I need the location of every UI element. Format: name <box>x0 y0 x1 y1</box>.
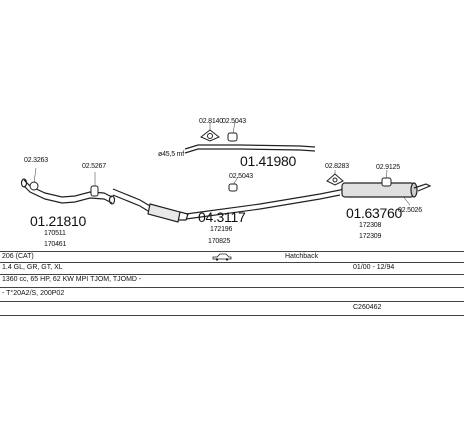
part-front-pipe-number: 01.21810 <box>30 213 86 229</box>
part-front-clamp1: 02.3263 <box>24 157 48 164</box>
rear-box-drawing <box>339 182 432 198</box>
versions: 1.4 GL, GR, GT, XL <box>2 264 63 271</box>
catalyst-drawing <box>112 188 189 223</box>
part-front-clamp2: 02.5267 <box>82 163 106 170</box>
leader-front-clamp1 <box>33 167 37 184</box>
info-row-versions: 1.4 GL, GR, GT, XL 01/00 - 12/94 <box>0 263 464 273</box>
part-mid-mount2: 02.5043 <box>222 118 246 125</box>
long-pipe-drawing <box>185 189 341 220</box>
catalog-code: C260462 <box>353 304 382 311</box>
part-cat-clamp: 02.5043 <box>229 173 253 180</box>
front-clamp-drawing <box>29 181 99 197</box>
part-mid-mount1: 02.8140 <box>199 118 223 125</box>
car-icon <box>212 253 232 261</box>
model-name: 206 (CAT) <box>2 253 34 260</box>
info-row-model: 206 (CAT) Hatchback <box>0 252 464 262</box>
part-rear-tail: 02.5026 <box>398 207 422 214</box>
info-row-engine: 1360 cc, 65 HP, 62 KW MPI TJOM, TJOMD - <box>0 275 464 285</box>
part-rear-box-number: 01.63760 <box>346 205 402 221</box>
info-row-code: C260462 <box>0 303 464 313</box>
engine-note: - T°20A2/S, 200P02 <box>2 290 65 297</box>
part-rear-box-oe1: 172308 <box>359 222 382 229</box>
date-range: 01/00 - 12/94 <box>353 264 395 271</box>
body-type: Hatchback <box>285 253 319 260</box>
rear-mount-drawing <box>228 173 392 192</box>
engine-spec: 1360 cc, 65 HP, 62 KW MPI TJOM, TJOMD - <box>2 276 142 283</box>
part-catalyst-number: 04.3117 <box>198 209 246 225</box>
leader-mid-mount2 <box>232 121 236 134</box>
mid-mount-drawing <box>200 129 238 142</box>
part-mid-diameter: ø45,5 mf <box>158 151 185 158</box>
part-front-pipe-oe2: 170461 <box>44 241 67 248</box>
part-rear-box-oe2: 172309 <box>359 233 382 240</box>
part-mid-pipe-number: 01.41980 <box>240 153 296 169</box>
part-front-pipe-oe1: 170511 <box>44 230 66 237</box>
part-catalyst-oe2: 170825 <box>208 238 231 245</box>
mid-pipe-drawing <box>184 144 316 154</box>
exhaust-diagram <box>20 121 432 223</box>
info-row-note: - T°20A2/S, 200P02 <box>0 289 464 299</box>
part-catalyst-oe1: 172196 <box>210 226 233 233</box>
part-rear-mount2: 02.9125 <box>376 164 400 171</box>
part-rear-mount1: 02.8283 <box>325 163 349 170</box>
